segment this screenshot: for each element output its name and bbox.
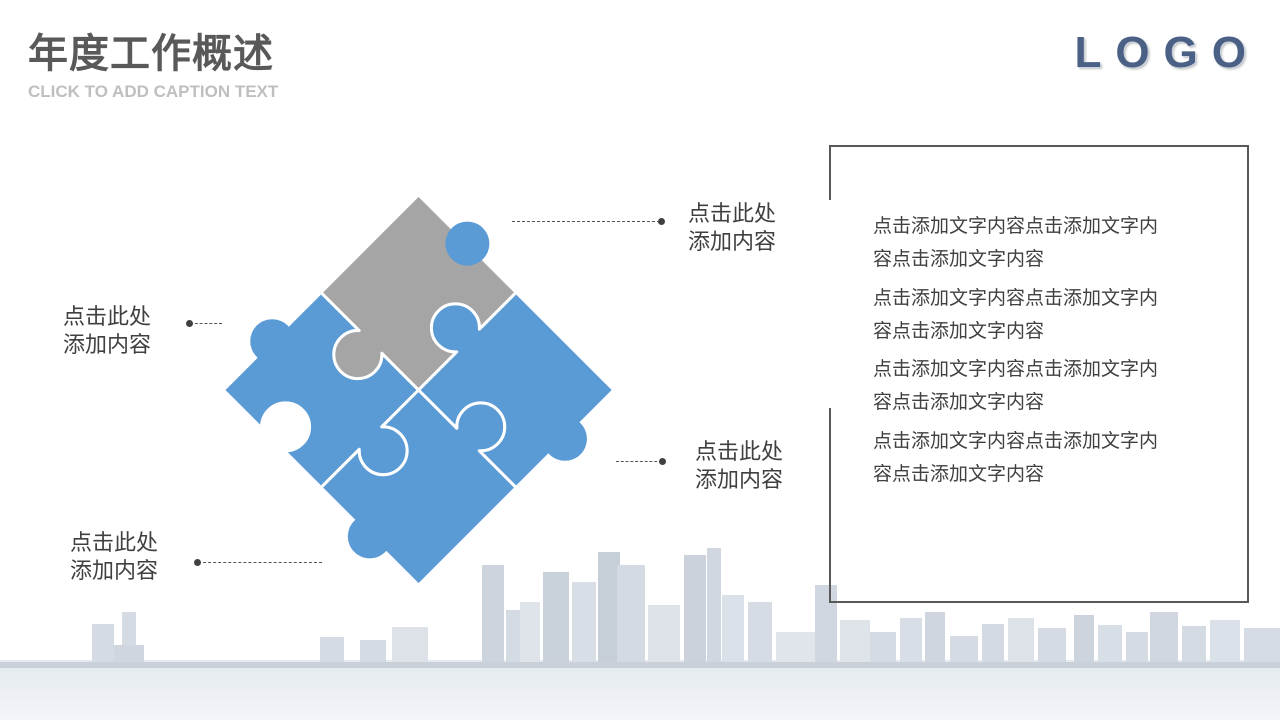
connector-dot <box>659 458 666 465</box>
label-top-right: 点击此处 添加内容 <box>688 201 776 257</box>
text-paragraph: 点击添加文字内容点击添加文字内 容点击添加文字内容 <box>873 425 1213 491</box>
label-left: 点击此处 添加内容 <box>63 304 151 360</box>
text-box-frame-gap <box>826 200 834 408</box>
paragraph-line: 点击添加文字内容点击添加文字内 <box>873 215 1159 237</box>
paragraph-line: 容点击添加文字内容 <box>873 391 1045 413</box>
page-title: 年度工作概述 <box>28 31 274 77</box>
puzzle-knob <box>542 416 587 461</box>
text-paragraph: 点击添加文字内容点击添加文字内 容点击添加文字内容 <box>873 282 1213 348</box>
label-line: 点击此处 <box>70 531 159 556</box>
paragraph-line: 容点击添加文字内容 <box>873 463 1045 485</box>
paragraph-line: 点击添加文字内容点击添加文字内 <box>873 287 1159 309</box>
text-paragraph: 点击添加文字内容点击添加文字内 容点击添加文字内容 <box>873 210 1213 276</box>
puzzle-knob <box>445 221 490 266</box>
connector-line-left <box>190 323 222 324</box>
puzzle-knob <box>347 514 392 559</box>
label-right: 点击此处 添加内容 <box>695 439 783 495</box>
paragraph-line: 点击添加文字内容点击添加文字内 <box>873 358 1159 380</box>
label-line: 点击此处 <box>695 440 784 465</box>
label-line: 添加内容 <box>63 333 152 358</box>
city-skyline <box>0 548 1280 720</box>
label-line: 点击此处 <box>63 305 152 330</box>
paragraph-line: 点击添加文字内容点击添加文字内 <box>873 430 1159 452</box>
label-line: 添加内容 <box>695 468 784 493</box>
logo: LOGO <box>1074 28 1260 77</box>
label-line: 添加内容 <box>70 559 159 584</box>
connector-line-bottom-left <box>198 562 322 563</box>
paragraph-line: 容点击添加文字内容 <box>873 320 1045 342</box>
connector-line-top-right <box>512 221 660 222</box>
paragraph-line: 容点击添加文字内容 <box>873 248 1045 270</box>
page-caption: CLICK TO ADD CAPTION TEXT <box>28 82 279 101</box>
text-paragraph: 点击添加文字内容点击添加文字内 容点击添加文字内容 <box>873 353 1213 419</box>
puzzle-graphic <box>221 193 616 587</box>
puzzle-knob <box>250 319 295 364</box>
connector-line-right <box>616 461 662 462</box>
connector-dot <box>658 218 665 225</box>
label-bottom-left: 点击此处 添加内容 <box>70 530 158 586</box>
connector-dot <box>194 559 201 566</box>
connector-dot <box>186 320 193 327</box>
label-line: 点击此处 <box>688 202 777 227</box>
label-line: 添加内容 <box>688 230 777 255</box>
